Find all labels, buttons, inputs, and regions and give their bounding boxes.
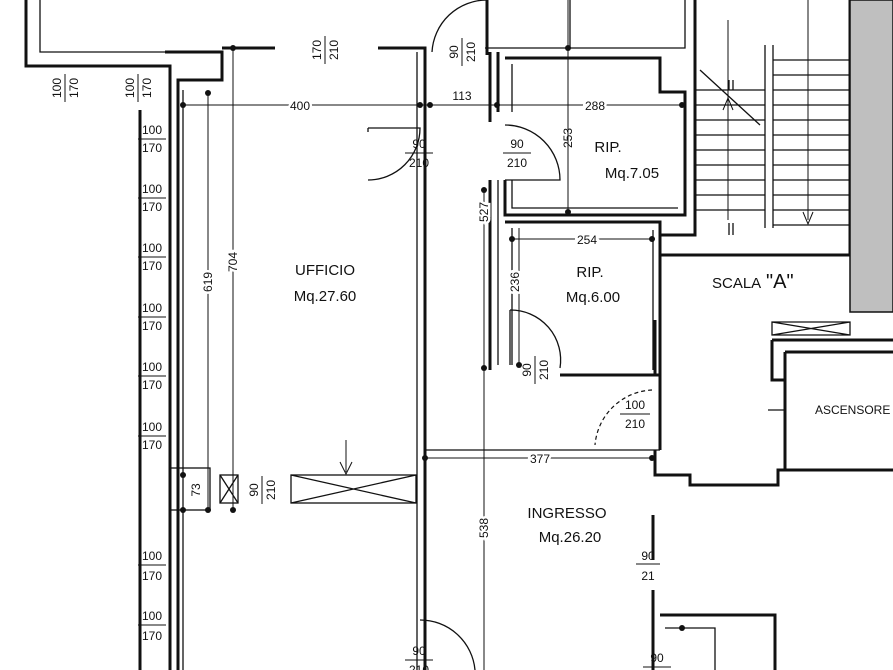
room-scala-name: SCALA — [712, 275, 761, 292]
window-size-3: 100 170 — [138, 241, 166, 273]
door-size-ufficio: 90 210 — [405, 137, 433, 170]
svg-text:90: 90 — [520, 363, 534, 377]
svg-text:90: 90 — [447, 45, 461, 59]
svg-text:100: 100 — [142, 123, 162, 137]
dim-288: 288 — [585, 99, 605, 113]
svg-text:210: 210 — [409, 156, 429, 170]
window-size-top-2: 100 170 — [123, 74, 154, 102]
door-top-arc — [431, 0, 487, 53]
room-ufficio-area: Mq.27.60 — [294, 288, 357, 305]
svg-text:170: 170 — [142, 438, 162, 452]
room-rip1-name: RIP. — [594, 139, 621, 156]
room-labels: UFFICIO Mq.27.60 RIP. Mq.7.05 RIP. Mq.6.… — [294, 139, 891, 546]
svg-text:100: 100 — [50, 78, 64, 98]
room-ufficio-name: UFFICIO — [295, 262, 355, 279]
corridor-walls — [425, 52, 777, 670]
room-rip2-area: Mq.6.00 — [566, 289, 620, 306]
door-size-rip1: 90 210 — [503, 137, 531, 170]
svg-text:210: 210 — [409, 663, 429, 670]
room-rip1-area: Mq.7.05 — [605, 165, 659, 182]
dim-527: 527 — [477, 202, 491, 222]
window-size-7: 100 170 — [138, 549, 166, 583]
room-scala-label: "A" — [766, 271, 794, 293]
dim-254: 254 — [577, 233, 597, 247]
svg-text:210: 210 — [464, 42, 478, 62]
svg-text:210: 210 — [625, 417, 645, 431]
svg-text:210: 210 — [537, 360, 551, 380]
svg-text:100: 100 — [142, 609, 162, 623]
svg-text:170: 170 — [142, 259, 162, 273]
dim-377: 377 — [530, 452, 550, 466]
svg-text:170: 170 — [142, 378, 162, 392]
window-size-2: 100 170 — [138, 182, 166, 214]
svg-text:100: 100 — [625, 398, 645, 412]
svg-text:210: 210 — [327, 40, 341, 60]
window-size-5: 100 170 — [138, 360, 166, 392]
door-size-top: 90 210 — [447, 38, 478, 66]
staircase — [658, 0, 893, 313]
door-size-bottom-1: 90 210 — [405, 644, 433, 670]
svg-text:100: 100 — [142, 420, 162, 434]
svg-text:90: 90 — [650, 651, 664, 665]
outer-walls — [24, 0, 427, 670]
svg-text:170: 170 — [67, 78, 81, 98]
room-ingresso-name: INGRESSO — [527, 505, 606, 522]
door-size-bottom-2: 90 — [643, 651, 671, 668]
room-ascensore-name: ASCENSORE — [815, 403, 890, 417]
svg-text:90: 90 — [641, 549, 655, 563]
svg-text:100: 100 — [142, 182, 162, 196]
svg-text:170: 170 — [140, 78, 154, 98]
fraction-labels: 100 170 100 170 100 170 100 170 100 170 … — [50, 36, 671, 670]
dim-619: 619 — [201, 272, 215, 292]
door-size-scala: 100 210 — [620, 398, 650, 431]
dim-236: 236 — [508, 272, 522, 292]
svg-text:90: 90 — [412, 644, 426, 658]
svg-text:170: 170 — [142, 629, 162, 643]
svg-text:170: 170 — [310, 40, 324, 60]
room-rip2-name: RIP. — [576, 264, 603, 281]
svg-text:170: 170 — [142, 200, 162, 214]
opening-size-top: 170 210 — [310, 36, 341, 64]
window-size-1: 100 170 — [138, 123, 166, 155]
elevator — [653, 320, 893, 487]
svg-text:100: 100 — [142, 549, 162, 563]
svg-text:100: 100 — [142, 301, 162, 315]
dim-253: 253 — [561, 128, 575, 148]
window-size-top-1: 100 170 — [50, 74, 81, 102]
doors — [138, 110, 653, 670]
window-size-6: 100 170 — [138, 420, 166, 452]
svg-text:100: 100 — [123, 78, 137, 98]
dimension-lines — [180, 0, 685, 670]
svg-text:170: 170 — [142, 319, 162, 333]
svg-text:90: 90 — [412, 137, 426, 151]
dimension-texts: 400 113 288 253 527 254 236 619 704 377 … — [189, 89, 608, 541]
room-ingresso-area: Mq.26.20 — [539, 529, 602, 546]
door-size-ingresso: 90 21 — [636, 549, 660, 583]
svg-text:210: 210 — [264, 480, 278, 500]
svg-text:100: 100 — [142, 241, 162, 255]
door-size-rip2: 90 210 — [520, 356, 551, 384]
svg-text:210: 210 — [507, 156, 527, 170]
svg-text:100: 100 — [142, 360, 162, 374]
svg-text:21: 21 — [641, 569, 655, 583]
window-size-8: 100 170 — [138, 609, 166, 643]
dim-704: 704 — [226, 252, 240, 272]
window-size-4: 100 170 — [138, 301, 166, 333]
svg-text:90: 90 — [247, 483, 261, 497]
window-size-ufficio: 90 210 — [247, 476, 278, 504]
svg-text:90: 90 — [510, 137, 524, 151]
svg-text:170: 170 — [142, 141, 162, 155]
dim-113: 113 — [452, 89, 471, 103]
dim-538: 538 — [477, 518, 491, 538]
dim-73: 73 — [189, 483, 203, 497]
dim-400: 400 — [290, 99, 310, 113]
svg-text:170: 170 — [142, 569, 162, 583]
